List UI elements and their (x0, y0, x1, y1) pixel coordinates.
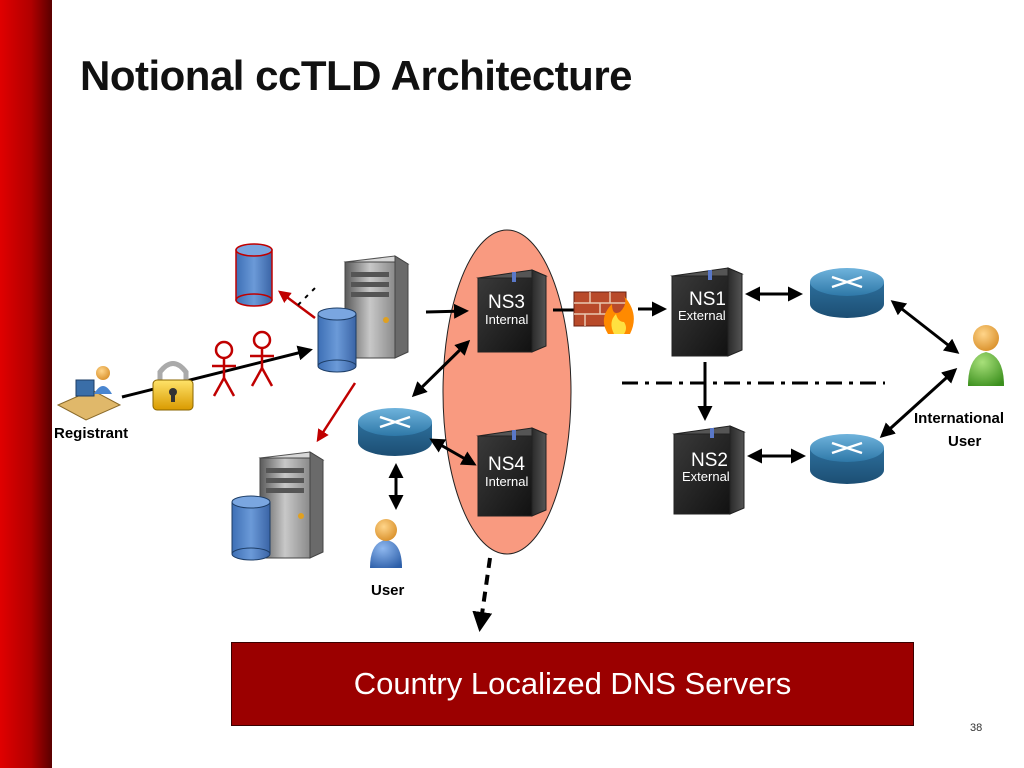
stick-figure-icon (250, 330, 274, 387)
registrant-icon (56, 366, 122, 421)
router-intl-user-arrow (890, 300, 960, 354)
international-user-label-line2: User (948, 433, 982, 450)
sidebar-bar (0, 0, 52, 768)
page-number: 38 (970, 722, 983, 734)
padlock-icon (152, 361, 194, 411)
ns1-name: NS1 (689, 289, 726, 310)
ns1-role: External (678, 308, 726, 323)
international-user-label-line1: International (914, 410, 1004, 427)
registrant-label: Registrant (54, 425, 128, 442)
user-icon (370, 519, 402, 568)
stick-figure-icon (212, 340, 236, 397)
router-ns3-arrow (411, 339, 471, 398)
ns4-server-icon (476, 427, 548, 517)
ns1-server-icon (670, 267, 744, 357)
firewall-icon (573, 291, 634, 334)
country-dns-banner: Country Localized DNS Servers (231, 642, 914, 726)
dashed-link (297, 284, 319, 306)
international-user-icon (968, 325, 1004, 386)
red-arrow (277, 290, 316, 320)
registry-server-icon (343, 255, 410, 359)
database-icon (231, 495, 271, 561)
router-icon (810, 434, 884, 484)
router-intl-user-arrow (879, 367, 958, 439)
ns4-name: NS4 (488, 454, 525, 475)
slide-title: Notional ccTLD Architecture (80, 52, 633, 99)
database-icon (317, 307, 357, 373)
ns3-role: Internal (485, 312, 528, 327)
router-icon (810, 268, 884, 318)
banner-text: Country Localized DNS Servers (353, 666, 792, 701)
backup-server-icon (258, 451, 325, 559)
router-icon (358, 408, 432, 456)
ns3-name: NS3 (488, 292, 525, 313)
red-arrow (316, 382, 357, 443)
ns4-role: Internal (485, 474, 528, 489)
ns2-server-icon (672, 425, 746, 515)
router-ns4-arrow (429, 438, 477, 466)
ns3-server-icon (476, 269, 548, 353)
ns2-name: NS2 (691, 450, 728, 471)
ns2-role: External (682, 469, 730, 484)
user-label: User (371, 582, 405, 599)
database-icon (235, 243, 273, 307)
server-to-ns3-arrow (425, 303, 469, 319)
dashed-down-arrow (472, 557, 493, 632)
